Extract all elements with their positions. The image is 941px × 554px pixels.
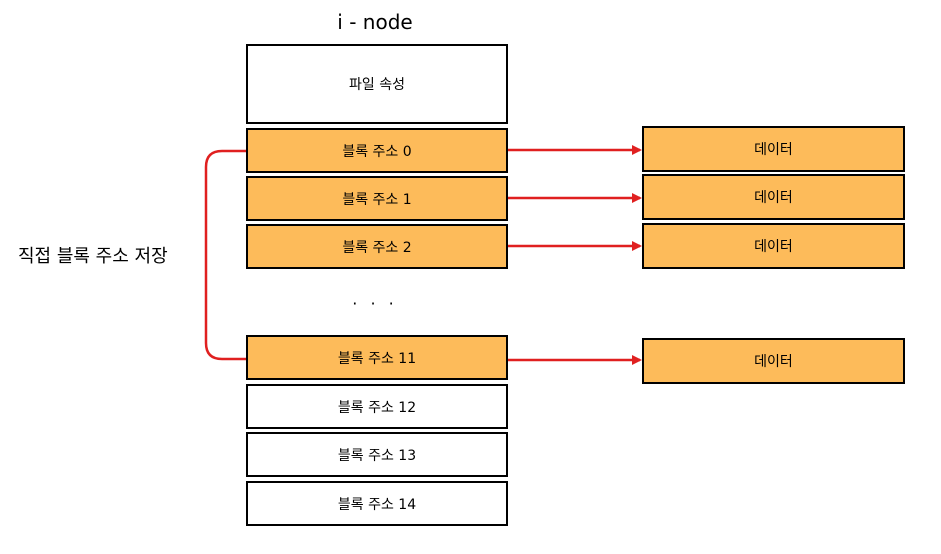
inode-cell-addr-12: 블록 주소 12 — [246, 384, 508, 429]
inode-cell-addr-0: 블록 주소 0 — [246, 128, 508, 173]
ellipsis: · · · — [352, 294, 398, 313]
inode-cell-addr-2: 블록 주소 2 — [246, 224, 508, 269]
inode-cell-attributes: 파일 속성 — [246, 44, 508, 124]
direct-bracket — [204, 149, 246, 361]
direct-block-label: 직접 블록 주소 저장 — [18, 246, 168, 267]
data-block-1: 데이터 — [642, 174, 905, 220]
inode-cell-addr-11: 블록 주소 11 — [246, 335, 508, 380]
data-block-2: 데이터 — [642, 223, 905, 269]
inode-cell-addr-14: 블록 주소 14 — [246, 481, 508, 526]
inode-cell-addr-13: 블록 주소 13 — [246, 432, 508, 477]
data-block-0: 데이터 — [642, 126, 905, 172]
inode-cell-addr-1: 블록 주소 1 — [246, 176, 508, 221]
inode-title: i - node — [337, 10, 413, 34]
data-block-11: 데이터 — [642, 338, 905, 384]
